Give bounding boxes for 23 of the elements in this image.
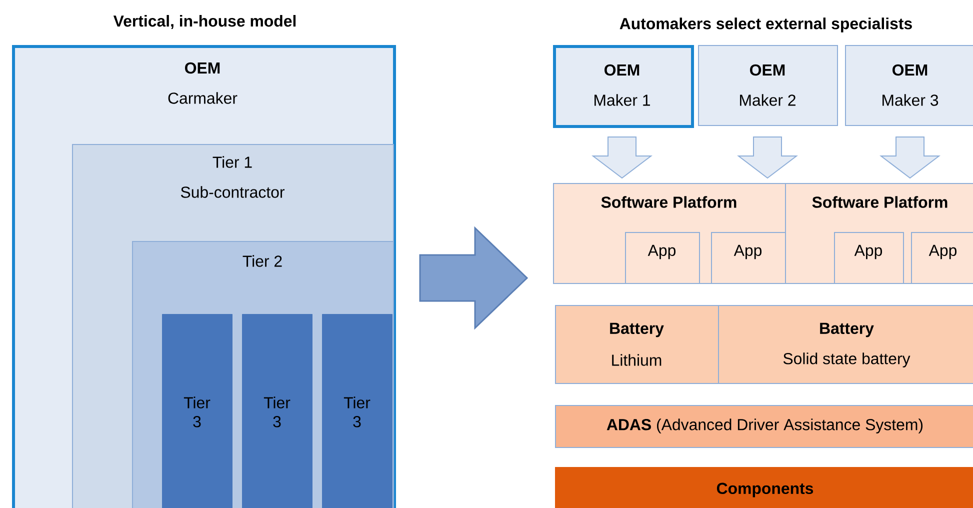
app-box: App xyxy=(625,232,700,284)
app-box: App xyxy=(834,232,904,284)
node-label: Solid state battery xyxy=(783,352,910,368)
oem-box: OEM Maker 2 xyxy=(698,45,838,126)
tier-bar: Tier 3 xyxy=(322,314,392,508)
heading: Automakers select external specialists xyxy=(620,18,912,32)
heading: Vertical, in-house model xyxy=(113,15,296,29)
tier-bar: Tier 3 xyxy=(162,314,232,508)
adas-bar: ADAS (Advanced Driver Assistance System) xyxy=(555,405,973,448)
node-label: Battery xyxy=(820,322,874,338)
arrow xyxy=(737,136,798,179)
oem-box: OEM Maker 3 xyxy=(845,45,973,126)
battery-box: Battery Lithium xyxy=(555,305,719,384)
tier-bar: Tier 3 xyxy=(242,314,312,508)
block-arrow xyxy=(419,226,528,330)
app-box: App xyxy=(911,232,973,284)
arrow xyxy=(592,136,652,179)
app-box: App xyxy=(711,232,786,284)
node-label: Software Platform xyxy=(812,196,948,208)
arrow xyxy=(880,136,940,179)
battery-box: Battery Solid state battery xyxy=(718,305,973,384)
oem-box: OEM Maker 1 xyxy=(553,45,694,128)
components-bar: Components xyxy=(555,467,973,508)
